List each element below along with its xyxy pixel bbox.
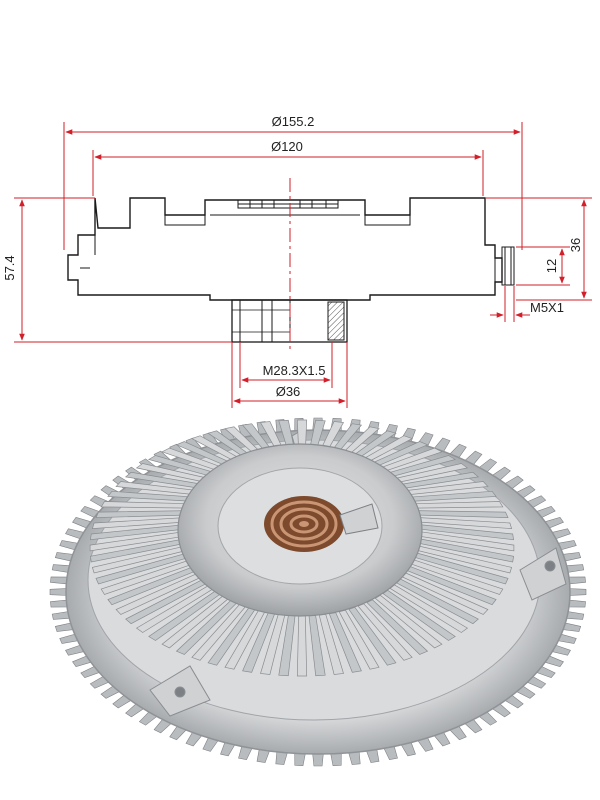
- fan-clutch-photo: [49, 417, 587, 767]
- dim-shaft-diameter: [231, 342, 348, 408]
- dim-bolt-height: [516, 246, 570, 286]
- section-detail-lines: [80, 199, 496, 282]
- dim-total-height-label: 57.4: [2, 255, 17, 280]
- dim-body-height-label: 36: [568, 238, 583, 252]
- dim-shaft-diameter-label: Ø36: [276, 384, 301, 399]
- dim-bolt-height-label: 12: [544, 259, 559, 273]
- cooling-fin: [296, 615, 308, 677]
- bolt-stud: [501, 246, 515, 286]
- dim-bolt-thread-label: M5X1: [530, 300, 564, 315]
- mounting-lugs: [149, 429, 567, 717]
- dim-body-height: [485, 197, 592, 301]
- dim-overall-diameter-label: Ø155.2: [272, 114, 315, 129]
- shaft-hatch: [327, 301, 345, 341]
- dim-flange-diameter: [92, 150, 484, 196]
- dim-bolt-thread: [490, 286, 530, 322]
- dim-shaft-thread: [239, 342, 333, 388]
- bimetal-spring: [264, 496, 379, 552]
- dim-total-height: [14, 197, 232, 343]
- dim-shaft-thread-label: M28.3X1.5: [263, 363, 326, 378]
- cooling-fins: [89, 419, 515, 677]
- dim-overall-diameter: [63, 122, 523, 250]
- threaded-shaft: [231, 299, 348, 343]
- dim-flange-diameter-label: Ø120: [271, 139, 303, 154]
- technical-drawing: Ø155.2 Ø120 57.4 36 12: [2, 114, 592, 408]
- clutch-section-outline: [67, 197, 503, 301]
